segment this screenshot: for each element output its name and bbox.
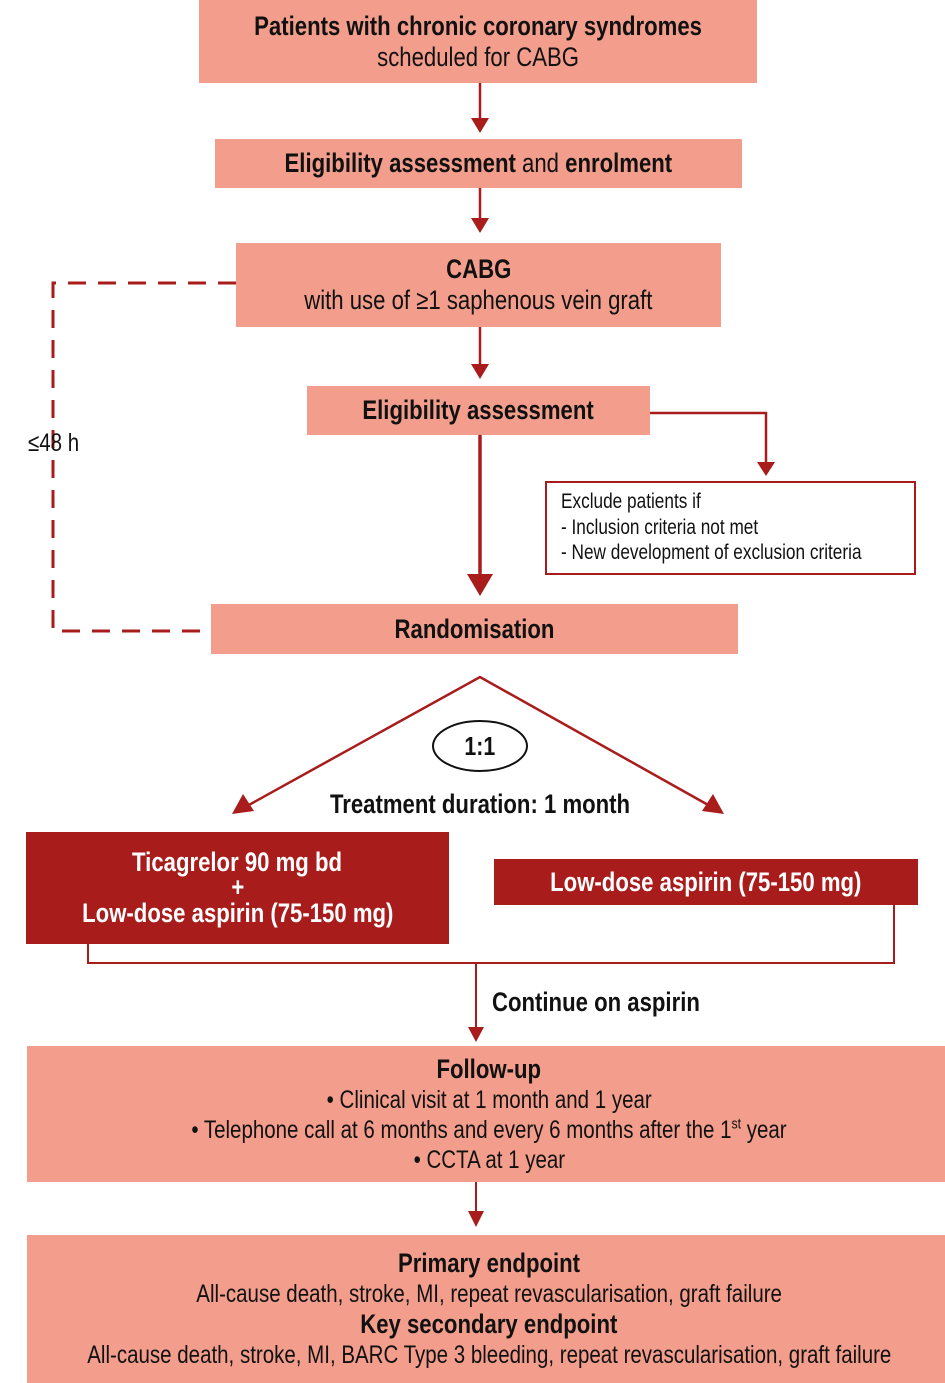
enrolment-part3: enrolment — [565, 148, 673, 178]
treatment-duration-label: Treatment duration: 1 month — [329, 789, 631, 819]
secondary-endpoint-text: All-cause death, stroke, MI, BARC Type 3… — [86, 1341, 892, 1369]
primary-endpoint-title: Primary endpoint — [397, 1248, 581, 1278]
arrow-eligibility-to-randomisation — [467, 435, 493, 596]
time-window-dashed-bracket — [51, 281, 236, 633]
primary-endpoint-text: All-cause death, stroke, MI, repeat reva… — [196, 1280, 782, 1308]
arm-ticagrelor-line3: Low-dose aspirin (75-150 mg) — [81, 897, 394, 928]
enrolment-part2: and — [516, 148, 566, 178]
followup-item: • CCTA at 1 year — [413, 1145, 565, 1174]
ratio-label: 1:1 — [464, 731, 496, 761]
patients-subtitle: scheduled for CABG — [377, 41, 579, 72]
arm-aspirin-title: Low-dose aspirin (75-150 mg) — [550, 866, 862, 897]
exclusion-item: - Inclusion criteria not met — [561, 515, 759, 539]
followup-item: • Clinical visit at 1 month and 1 year — [326, 1085, 652, 1114]
eligibility-box: Eligibility assessment — [307, 386, 650, 435]
arrow-followup-to-endpoints — [468, 1182, 484, 1227]
arrow-enrolment-to-cabg — [471, 188, 489, 233]
arrow-arms-to-followup — [87, 905, 895, 1042]
ratio-ellipse — [432, 720, 528, 772]
arm-ticagrelor-box: Ticagrelor 90 mg bd + Low-dose aspirin (… — [26, 832, 449, 944]
enrolment-part1: Eligibility assessment — [284, 148, 517, 178]
exclusion-item: - New development of exclusion criteria — [561, 541, 862, 564]
exclusion-box: Exclude patients if - Inclusion criteria… — [545, 481, 916, 575]
continue-label: Continue on aspirin — [492, 987, 700, 1017]
secondary-endpoint-title: Key secondary endpoint — [360, 1309, 618, 1339]
cabg-subtitle: with use of ≥1 saphenous vein graft — [304, 285, 653, 315]
patients-box: Patients with chronic coronary syndromes… — [199, 0, 757, 83]
time-window-label: ≤48 h — [28, 429, 80, 457]
arm-ticagrelor-line1: Ticagrelor 90 mg bd — [132, 846, 343, 877]
eligibility-title: Eligibility assessment — [362, 395, 595, 425]
cabg-box: CABG with use of ≥1 saphenous vein graft — [236, 243, 721, 327]
randomisation-split-arrows — [232, 675, 724, 814]
followup-item: • Telephone call at 6 months and every 6… — [191, 1115, 787, 1144]
arrow-eligibility-to-exclusion — [650, 411, 775, 476]
exclusion-heading: Exclude patients if — [561, 490, 701, 513]
followup-box: Follow-up • Clinical visit at 1 month an… — [27, 1046, 945, 1182]
enrolment-box: Eligibility assessment and enrolment — [215, 139, 742, 188]
patients-title: Patients with chronic coronary syndromes — [254, 10, 702, 41]
followup-title: Follow-up — [436, 1053, 542, 1084]
arrow-cabg-to-eligibility — [471, 327, 489, 379]
arm-ticagrelor-plus: + — [231, 871, 244, 902]
randomisation-title: Randomisation — [394, 613, 555, 644]
randomisation-box: Randomisation — [211, 604, 738, 654]
arm-aspirin-box: Low-dose aspirin (75-150 mg) — [494, 859, 918, 905]
arrow-patients-to-enrolment — [471, 83, 489, 133]
endpoints-box: Primary endpoint All-cause death, stroke… — [27, 1235, 945, 1383]
cabg-title: CABG — [445, 254, 512, 284]
